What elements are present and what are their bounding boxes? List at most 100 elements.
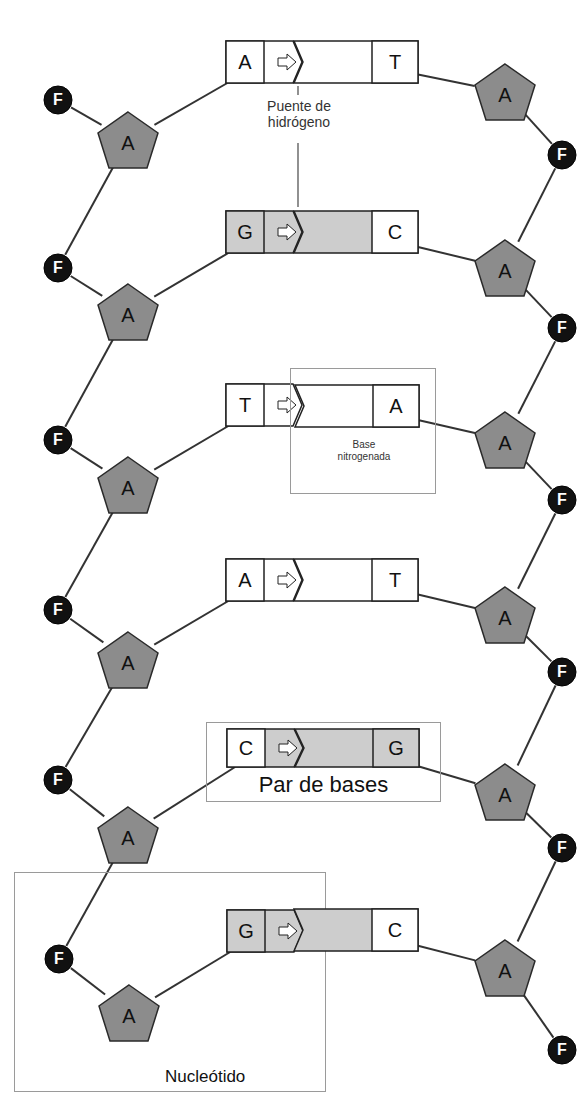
sugar-pentagon: A — [474, 63, 536, 121]
node-label: T — [226, 384, 264, 426]
backbone-bond — [66, 685, 114, 767]
node-label: T — [372, 559, 418, 601]
highlight-box: Nucleótido F A G — [14, 872, 326, 1092]
node-label: F — [547, 833, 577, 863]
node-label: A — [474, 783, 536, 807]
sugar-pentagon: A — [474, 239, 536, 297]
backbone-bond — [418, 74, 475, 85]
backbone-bond — [418, 247, 475, 261]
backbone-bond — [70, 789, 104, 816]
backbone-bond — [526, 636, 551, 661]
nitrogen-base: G — [227, 910, 303, 952]
node-label: A — [226, 41, 264, 83]
node-label: F — [43, 85, 73, 115]
backbone-bond — [526, 290, 552, 317]
node-label: Nucleótido — [165, 1067, 245, 1087]
sugar-pentagon: A — [97, 111, 159, 169]
nitrogen-base: C — [294, 909, 418, 951]
node-label: A — [226, 559, 264, 601]
backbone-bond — [518, 341, 555, 413]
node-shape — [226, 559, 302, 601]
node-label: C — [372, 909, 418, 951]
sugar-pentagon: A — [474, 586, 536, 644]
nitrogen-base: G — [226, 211, 302, 253]
backbone-bond — [518, 168, 555, 241]
node-label: G — [373, 729, 419, 767]
node-label: A — [474, 83, 536, 107]
sugar-pentagon: A — [98, 984, 160, 1042]
phosphate-circle: F — [43, 425, 73, 455]
leader-line — [297, 86, 298, 95]
backbone-bond — [419, 420, 475, 433]
node-shape — [227, 729, 303, 767]
backbone-bond — [525, 114, 552, 144]
leader-line — [297, 143, 298, 207]
node-label: F — [547, 485, 577, 515]
phosphate-circle: F — [547, 485, 577, 515]
node-label: Base nitrogenada — [331, 439, 397, 462]
node-label: A — [373, 385, 419, 427]
nitrogen-base: A — [295, 385, 419, 427]
phosphate-circle: F — [43, 85, 73, 115]
backbone-bond — [65, 166, 114, 255]
node-label: A — [474, 431, 536, 455]
backbone-bond — [154, 253, 228, 297]
backbone-bond — [154, 767, 235, 819]
phosphate-circle: F — [43, 253, 73, 283]
nitrogen-base: C — [294, 211, 418, 253]
node-label: F — [44, 944, 74, 974]
sugar-pentagon: A — [474, 411, 536, 469]
backbone-bond — [418, 946, 475, 961]
phosphate-circle: F — [43, 765, 73, 795]
nitrogen-base: A — [226, 559, 302, 601]
backbone-bond — [154, 83, 227, 125]
backbone-bond — [70, 619, 103, 643]
backbone-bond — [65, 338, 114, 427]
backbone-bond — [518, 513, 555, 588]
node-label: A — [97, 476, 159, 500]
node-label: F — [43, 425, 73, 455]
phosphate-circle: F — [547, 1035, 577, 1065]
backbone-bond — [526, 462, 552, 489]
node-label: G — [226, 211, 264, 253]
backbone-bond — [71, 276, 103, 296]
node-label: F — [547, 140, 577, 170]
backbone-bond — [154, 601, 228, 645]
sugar-pentagon: A — [97, 631, 159, 689]
node-label: F — [547, 657, 577, 687]
backbone-bond — [522, 992, 554, 1037]
nitrogen-base: C — [227, 729, 303, 767]
sugar-pentagon: A — [474, 939, 536, 997]
node-label: T — [372, 41, 418, 83]
phosphate-circle: F — [547, 313, 577, 343]
backbone-bond — [71, 107, 102, 124]
phosphate-circle: F — [43, 595, 73, 625]
backbone-bond — [71, 448, 103, 468]
node-label: Par de bases — [207, 772, 440, 798]
backbone-bond — [66, 861, 113, 946]
node-label: A — [474, 959, 536, 983]
phosphate-circle: F — [547, 833, 577, 863]
sugar-pentagon: A — [97, 283, 159, 341]
sugar-pentagon: A — [474, 763, 536, 821]
node-label: A — [474, 259, 536, 283]
nitrogen-base: T — [294, 559, 418, 601]
backbone-bond — [419, 766, 475, 783]
backbone-bond — [71, 968, 105, 994]
node-label: A — [97, 303, 159, 327]
phosphate-circle: F — [547, 140, 577, 170]
backbone-bond — [65, 511, 113, 597]
sugar-pentagon: A — [97, 806, 159, 864]
node-label: A — [97, 651, 159, 675]
backbone-bond — [526, 813, 551, 837]
backbone-bond — [518, 686, 556, 766]
nitrogen-base: T — [294, 41, 418, 83]
node-label: F — [547, 313, 577, 343]
backbone-bond — [518, 862, 556, 942]
backbone-bond — [418, 595, 475, 608]
node-label: A — [98, 1004, 160, 1028]
highlight-box: Base nitrogenada A — [290, 368, 436, 494]
node-label: F — [43, 595, 73, 625]
node-label: F — [547, 1035, 577, 1065]
backbone-bond — [155, 952, 230, 997]
